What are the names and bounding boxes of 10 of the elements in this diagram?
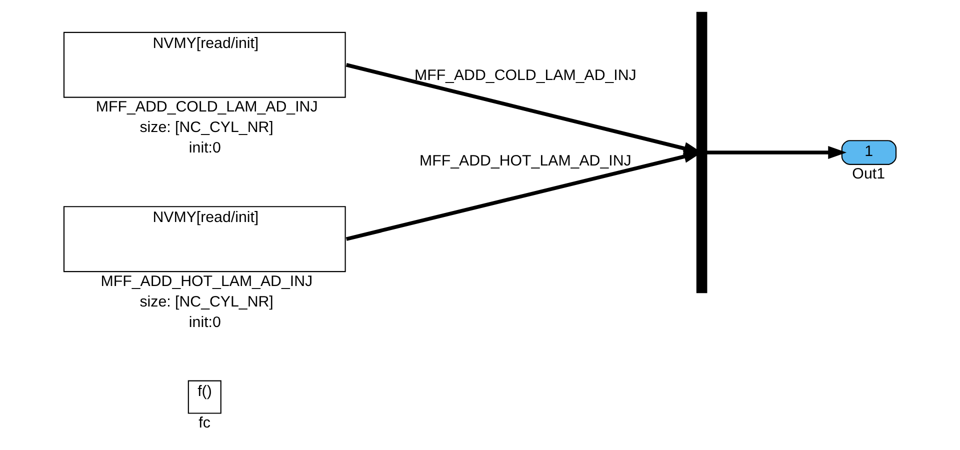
- node-label: Out1: [852, 166, 885, 183]
- edge-label: MFF_ADD_COLD_LAM_AD_INJ: [414, 67, 636, 84]
- node-label: size: [NC_CYL_NR]: [140, 119, 274, 136]
- node-label: init:0: [188, 314, 221, 331]
- node-label: MFF_ADD_COLD_LAM_AD_INJ: [96, 98, 318, 116]
- node-label: MFF_ADD_HOT_LAM_AD_INJ: [100, 272, 313, 290]
- node-label: init:0: [188, 140, 221, 157]
- node-label: size: [NC_CYL_NR]: [140, 293, 274, 310]
- edge-label: MFF_ADD_HOT_LAM_AD_INJ: [420, 152, 632, 170]
- node-label: fc: [198, 414, 210, 432]
